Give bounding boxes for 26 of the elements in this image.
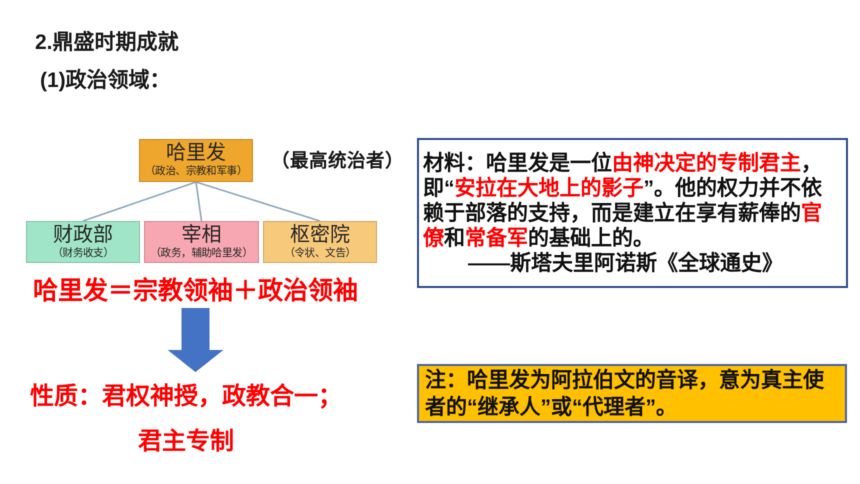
box-subtitle: （政治、宗教和军事）: [145, 165, 247, 179]
note-box: [417, 364, 847, 423]
box-title: 财政部: [53, 224, 113, 246]
quote-text: 材料：哈里发是一位由神决定的专制君主，即“安拉在大地上的影子”。他的权力并不依赖于部落的支持，而是建立在享有薪俸的官僚和常备军的基础上的。: [423, 150, 823, 250]
box-subtitle: （财务收支）: [52, 246, 114, 260]
connector-line: [82, 181, 196, 222]
org-chart-box: [263, 221, 377, 263]
org-chart-box: [26, 221, 140, 263]
box-title: 枢密院: [290, 224, 350, 246]
org-chart-box: [139, 139, 253, 182]
section-heading: (1)政治领域：: [40, 68, 171, 94]
note-text: 注：哈里发为阿拉伯文的音译，意为真主使者的“继承人”或“代理者”。: [425, 368, 825, 420]
block-arrow: [168, 308, 224, 372]
org-chart-box: [144, 221, 259, 263]
side-note: （最高统治者）: [271, 150, 404, 172]
box-title: 宰相: [182, 224, 222, 246]
slide-title: 2.鼎盛时期成就: [35, 30, 179, 56]
equation-text: 哈里发＝宗教领袖＋政治领袖: [33, 276, 358, 306]
conclusion-text: 性质：君权神授，政教合一；君主专制: [27, 374, 345, 464]
box-title: 哈里发: [166, 142, 226, 165]
box-subtitle: （政务，辅助哈里发）: [150, 246, 252, 260]
box-subtitle: （令状、文告）: [284, 246, 356, 260]
connector-line: [196, 181, 320, 222]
quote-source: ——斯塔夫里阿诺斯《全球通史》: [468, 250, 784, 276]
quote-box: [417, 138, 848, 288]
connector-line: [195, 182, 202, 222]
